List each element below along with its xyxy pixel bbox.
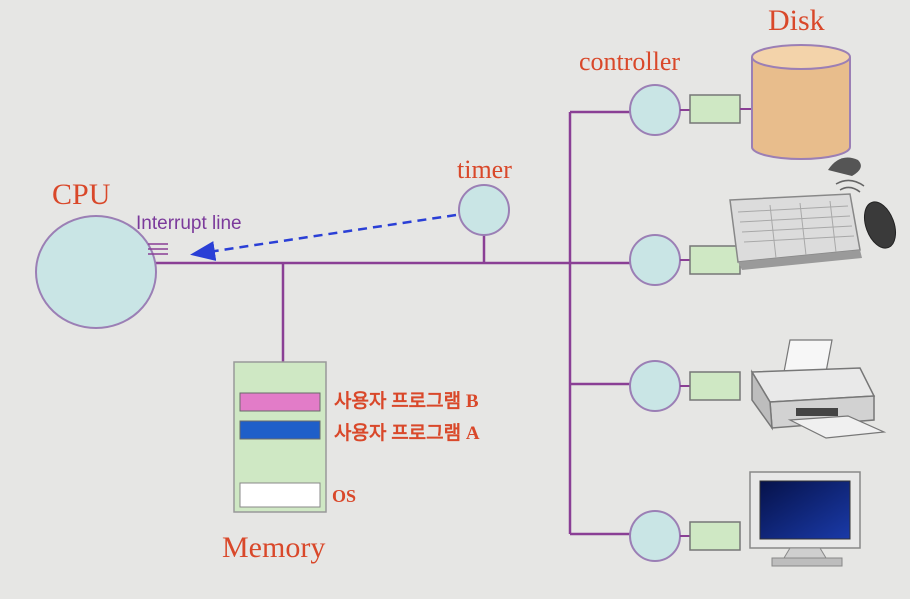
- printer-controller: [629, 360, 741, 412]
- keyboard-controller-node: [629, 234, 681, 286]
- memory-label: Memory: [222, 531, 325, 564]
- keyboard-controller: [629, 234, 741, 286]
- user-program-a-label: 사용자 프로그램 A: [334, 422, 480, 444]
- disk-controller-node: [629, 84, 681, 136]
- disk-label: Disk: [768, 4, 825, 37]
- user-program-b-region: [239, 392, 321, 412]
- interrupt-line-label: Interrupt line: [136, 213, 242, 234]
- memory-block: [233, 361, 327, 513]
- system-bus: [155, 110, 630, 536]
- cpu-label: CPU: [52, 178, 111, 211]
- interrupt-line-marks: [148, 243, 168, 255]
- timer-node: [458, 184, 510, 236]
- printer-device-interface: [689, 371, 741, 401]
- keyboard-icon: [729, 193, 862, 270]
- cpu-node: [35, 215, 157, 329]
- controller-label: controller: [579, 47, 680, 76]
- timer-label: timer: [457, 155, 512, 184]
- monitor-screen: [759, 480, 851, 540]
- disk-controller: [629, 84, 752, 136]
- printer-controller-node: [629, 360, 681, 412]
- os-label: OS: [332, 486, 356, 506]
- mouse-icon: [828, 157, 897, 249]
- user-program-a-region: [239, 420, 321, 440]
- disk-icon: [751, 44, 851, 160]
- printer-icon: [750, 339, 887, 439]
- os-region: [239, 482, 321, 508]
- keyboard-device-interface: [689, 245, 741, 275]
- monitor-device-interface: [689, 521, 741, 551]
- disk-device-interface: [689, 94, 741, 124]
- monitor-controller: [629, 510, 741, 562]
- user-program-b-label: 사용자 프로그램 B: [334, 390, 479, 412]
- monitor-icon: [749, 471, 861, 567]
- monitor-controller-node: [629, 510, 681, 562]
